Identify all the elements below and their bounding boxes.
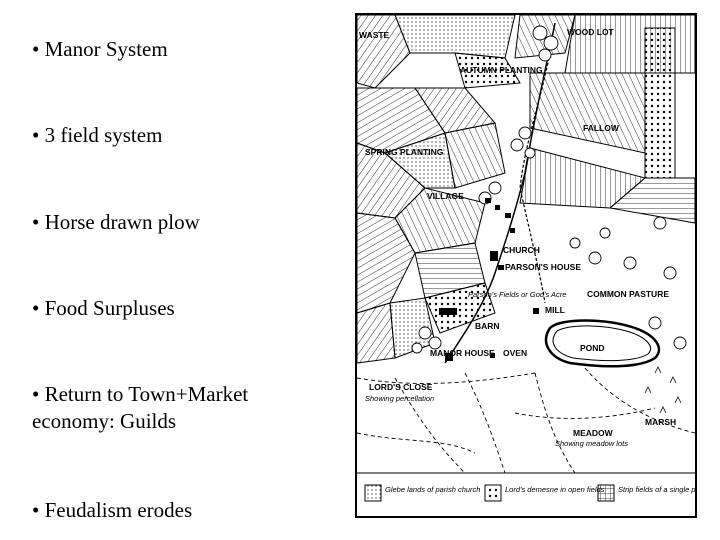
label-lords-close: LORD'S CLOSE bbox=[369, 382, 433, 392]
label-mill: MILL bbox=[545, 305, 565, 315]
bullet-horse-drawn-plow: • Horse drawn plow bbox=[32, 210, 200, 234]
upper-fields bbox=[356, 14, 696, 364]
village-road bbox=[444, 22, 556, 364]
label-fallow: FALLOW bbox=[583, 123, 620, 133]
label-waste: WASTE bbox=[359, 30, 390, 40]
label-marsh: MARSH bbox=[645, 417, 676, 427]
label-meadow: MEADOW bbox=[573, 428, 614, 438]
label-oven: OVEN bbox=[503, 348, 527, 358]
legend-swatch-demesne bbox=[484, 484, 502, 502]
bullet-three-field-system: • 3 field system bbox=[32, 123, 163, 147]
label-spring-planting: SPRING PLANTING bbox=[365, 147, 444, 157]
label-wood-lot: WOOD LOT bbox=[567, 27, 615, 37]
stream bbox=[519, 52, 551, 304]
label-church: CHURCH bbox=[503, 245, 540, 255]
label-parsons-fields: Parson's Fields or God's Acre bbox=[468, 290, 566, 299]
label-pond: POND bbox=[580, 343, 605, 353]
label-autumn-planting: AUTUMN PLANTING bbox=[460, 65, 543, 75]
label-common-pasture: COMMON PASTURE bbox=[587, 289, 669, 299]
label-parsons-house: PARSON'S HOUSE bbox=[505, 262, 581, 272]
legend-swatch-glebe bbox=[364, 484, 382, 502]
tree-clusters bbox=[411, 25, 687, 354]
buildings bbox=[439, 198, 539, 361]
label-barn: BARN bbox=[475, 321, 500, 331]
bullet-feudalism-erodes: • Feudalism erodes bbox=[32, 498, 193, 522]
legend-demesne-text: Lord's demesne in open fields bbox=[505, 485, 605, 494]
label-manor-house: MANOR HOUSE bbox=[430, 348, 495, 358]
label-village: VILLAGE bbox=[427, 191, 464, 201]
label-meadow-note: Showing meadow lots bbox=[555, 439, 628, 448]
manor-map: WASTE WOOD LOT AUTUMN PLANTING FALLOW SP… bbox=[355, 13, 697, 518]
bullet-return-to-town: • Return to Town+Market economy: Guilds bbox=[32, 382, 249, 433]
legend-glebe-text: Glebe lands of parish church bbox=[385, 485, 480, 494]
label-lords-close-note: Showing percellation bbox=[365, 394, 434, 403]
lower-divisions bbox=[356, 367, 696, 474]
bullet-manor-system: • Manor System bbox=[32, 37, 168, 61]
legend-swatch-strip bbox=[597, 484, 615, 502]
legend-strip-text: Strip fields of a single peasant bbox=[618, 485, 697, 494]
marsh-tufts bbox=[644, 366, 682, 414]
bullet-food-surpluses: • Food Surpluses bbox=[32, 296, 175, 320]
